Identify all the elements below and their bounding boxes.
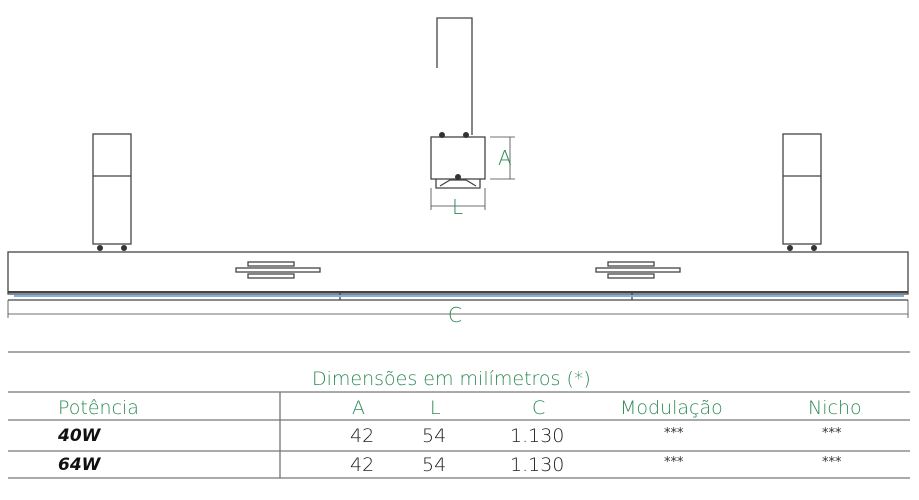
row-c: 1.130 bbox=[510, 454, 565, 476]
dim-c-label: C bbox=[448, 303, 462, 327]
row-nicho: *** bbox=[822, 455, 842, 470]
row-a: 42 bbox=[350, 425, 375, 447]
header-modulacao: Modulação bbox=[620, 397, 723, 419]
row-power: 64W bbox=[58, 455, 101, 475]
center-bracket bbox=[430, 136, 486, 180]
header-a: A bbox=[352, 397, 365, 419]
header-l: L bbox=[430, 397, 441, 419]
header-c: C bbox=[532, 397, 546, 419]
table-title: Dimensões em milímetros (*) bbox=[312, 368, 591, 390]
suspension-hook bbox=[436, 17, 473, 68]
row-c: 1.130 bbox=[510, 425, 565, 447]
row-power: 40W bbox=[58, 426, 101, 446]
luminaire-body bbox=[7, 251, 909, 295]
row-modulacao: *** bbox=[664, 426, 684, 441]
row-a: 42 bbox=[350, 454, 375, 476]
row-l: 54 bbox=[422, 425, 447, 447]
row-nicho: *** bbox=[822, 426, 842, 441]
vent-left bbox=[235, 261, 321, 279]
dim-l-label: L bbox=[452, 195, 463, 219]
header-potencia: Potência bbox=[58, 397, 139, 419]
left-mount bbox=[92, 133, 132, 245]
row-l: 54 bbox=[422, 454, 447, 476]
header-nicho: Nicho bbox=[808, 397, 862, 419]
dim-a-label: A bbox=[498, 146, 512, 170]
row-modulacao: *** bbox=[664, 455, 684, 470]
right-mount bbox=[782, 133, 822, 245]
vent-right bbox=[595, 261, 681, 279]
